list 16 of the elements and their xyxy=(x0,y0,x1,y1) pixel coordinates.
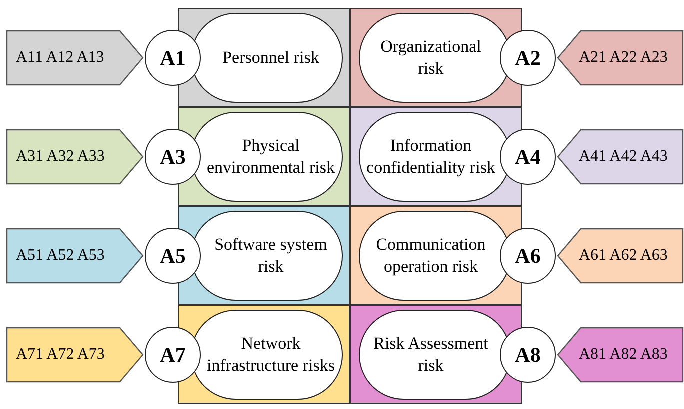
indicator-tag: A51 A52 A53 xyxy=(6,228,144,284)
label-circle: A8 xyxy=(500,327,556,383)
indicator-tag: A11 A12 A13 xyxy=(6,30,144,86)
indicator-tag: A61 A62 A63 xyxy=(557,228,684,284)
indicator-tag: A21 A22 A23 xyxy=(557,30,684,86)
indicator-tag: A81 A82 A83 xyxy=(557,327,684,383)
indicator-tag: A31 A32 A33 xyxy=(6,129,144,185)
indicator-tag: A41 A42 A43 xyxy=(557,129,684,185)
label-circle: A1 xyxy=(145,30,201,86)
label-circle: A5 xyxy=(145,228,201,284)
indicator-tag: A71 A72 A73 xyxy=(6,327,144,383)
label-circle: A2 xyxy=(500,30,556,86)
label-circle: A4 xyxy=(500,129,556,185)
label-circle: A3 xyxy=(145,129,201,185)
label-circle: A6 xyxy=(500,228,556,284)
label-circle: A7 xyxy=(145,327,201,383)
